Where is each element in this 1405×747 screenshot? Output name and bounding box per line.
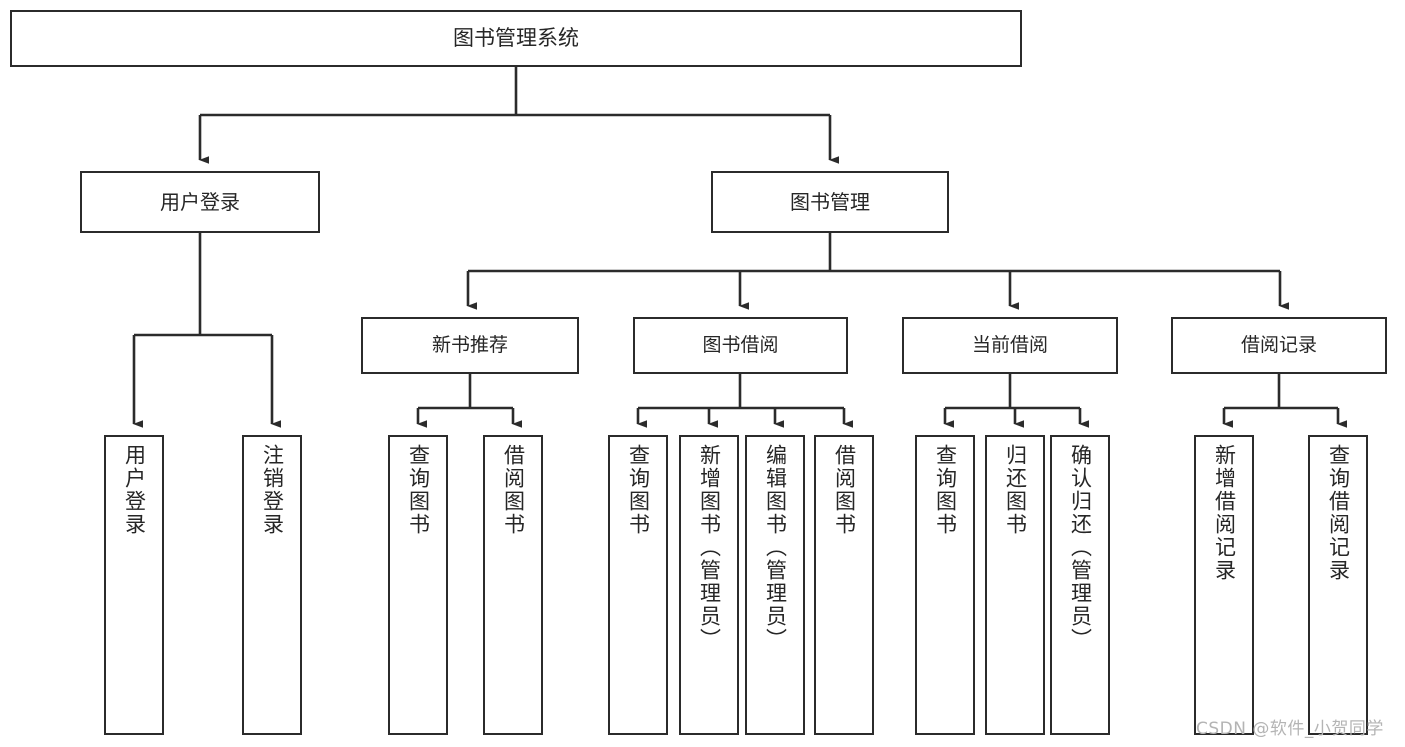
leaf-query-book-2[interactable]: 查询图书 <box>608 435 668 735</box>
leaf-query-record[interactable]: 查询借阅记录 <box>1308 435 1368 735</box>
csdn-watermark: CSDN @软件_小贺同学 <box>1196 719 1384 739</box>
leaf-confirm-return[interactable]: 确认归还（管理员） <box>1050 435 1110 735</box>
node-new-book-recommend[interactable]: 新书推荐 <box>361 317 579 374</box>
leaf-return-book-label: 归还图书 <box>1003 444 1028 536</box>
leaf-borrow-book-1-label: 借阅图书 <box>501 444 526 536</box>
leaf-borrow-book-2-label: 借阅图书 <box>832 444 857 536</box>
leaf-borrow-book-1[interactable]: 借阅图书 <box>483 435 543 735</box>
leaf-add-book[interactable]: 新增图书（管理员） <box>679 435 739 735</box>
node-book-manage-label: 图书管理 <box>790 189 870 214</box>
leaf-add-record-label: 新增借阅记录 <box>1212 444 1237 582</box>
leaf-confirm-return-label: 确认归还（管理员） <box>1068 444 1093 651</box>
node-book-borrow-label: 图书借阅 <box>702 333 779 356</box>
leaf-query-record-label: 查询借阅记录 <box>1326 444 1351 582</box>
node-current-borrow[interactable]: 当前借阅 <box>902 317 1118 374</box>
leaf-add-book-label: 新增图书（管理员） <box>697 444 722 651</box>
leaf-logout-label: 注销登录 <box>260 444 285 536</box>
node-current-borrow-label: 当前借阅 <box>971 333 1048 356</box>
leaf-query-book-1-label: 查询图书 <box>406 444 431 536</box>
leaf-borrow-book-2[interactable]: 借阅图书 <box>814 435 874 735</box>
node-new-book-recommend-label: 新书推荐 <box>431 333 508 356</box>
leaf-user-login-label: 用户登录 <box>122 444 147 536</box>
leaf-query-book-3-label: 查询图书 <box>933 444 958 536</box>
leaf-user-login[interactable]: 用户登录 <box>104 435 164 735</box>
leaf-return-book[interactable]: 归还图书 <box>985 435 1045 735</box>
leaf-query-book-3[interactable]: 查询图书 <box>915 435 975 735</box>
leaf-add-record[interactable]: 新增借阅记录 <box>1194 435 1254 735</box>
node-book-manage[interactable]: 图书管理 <box>711 171 949 233</box>
node-user-login-label: 用户登录 <box>160 189 240 214</box>
node-root-system[interactable]: 图书管理系统 <box>10 10 1022 67</box>
node-book-borrow[interactable]: 图书借阅 <box>633 317 848 374</box>
leaf-query-book-2-label: 查询图书 <box>626 444 651 536</box>
leaf-logout[interactable]: 注销登录 <box>242 435 302 735</box>
leaf-edit-book-label: 编辑图书（管理员） <box>763 444 788 651</box>
node-borrow-record-label: 借阅记录 <box>1240 333 1317 356</box>
node-borrow-record[interactable]: 借阅记录 <box>1171 317 1387 374</box>
leaf-edit-book[interactable]: 编辑图书（管理员） <box>745 435 805 735</box>
node-root-system-label: 图书管理系统 <box>453 25 579 50</box>
leaf-query-book-1[interactable]: 查询图书 <box>388 435 448 735</box>
node-user-login[interactable]: 用户登录 <box>80 171 320 233</box>
